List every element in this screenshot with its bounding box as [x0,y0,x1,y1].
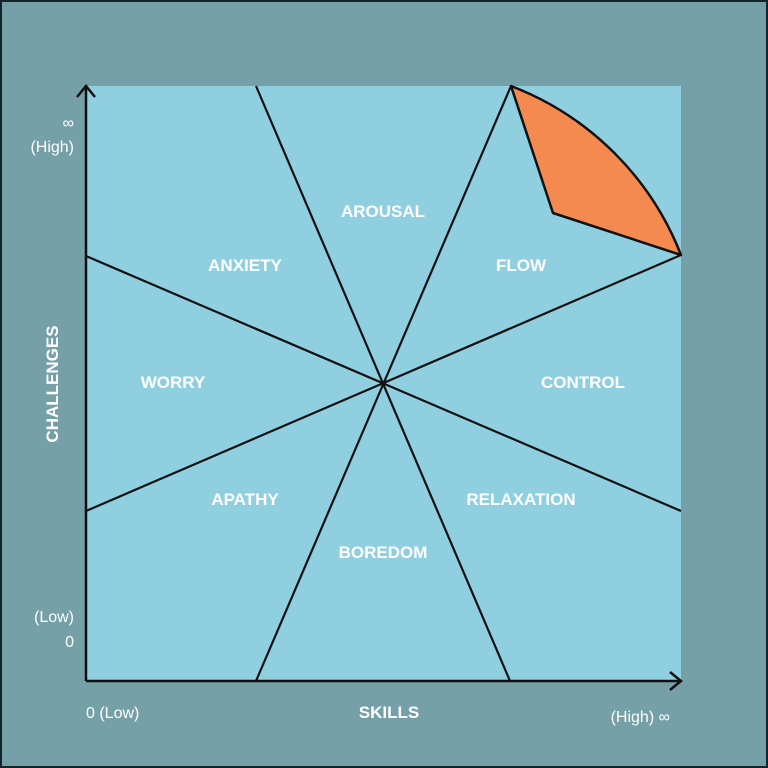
region-boredom: BOREDOM [339,543,428,562]
x-low-label: 0 (Low) [86,705,139,722]
sector-dividers [85,85,682,682]
y-high-label: (High) [30,139,74,156]
region-relaxation: RELAXATION [466,490,575,509]
y-axis-arrow-icon [76,84,96,98]
flow-highlight-wedge [509,84,683,257]
region-flow: FLOW [496,256,547,275]
y-low-label: (Low) [34,609,74,626]
region-control: CONTROL [541,373,625,392]
x-high-label: (High) ∞ [611,709,670,726]
region-apathy: APATHY [211,490,279,509]
region-worry: WORRY [141,373,206,392]
x-axis-arrow-icon [669,671,683,691]
y-low-value: 0 [65,634,74,651]
region-arousal: AROUSAL [341,202,425,221]
x-axis-title: SKILLS [359,703,419,722]
region-anxiety: ANXIETY [208,256,282,275]
y-high-infinity: ∞ [63,115,74,132]
axes [76,84,683,691]
y-axis-title: CHALLENGES [43,325,62,442]
